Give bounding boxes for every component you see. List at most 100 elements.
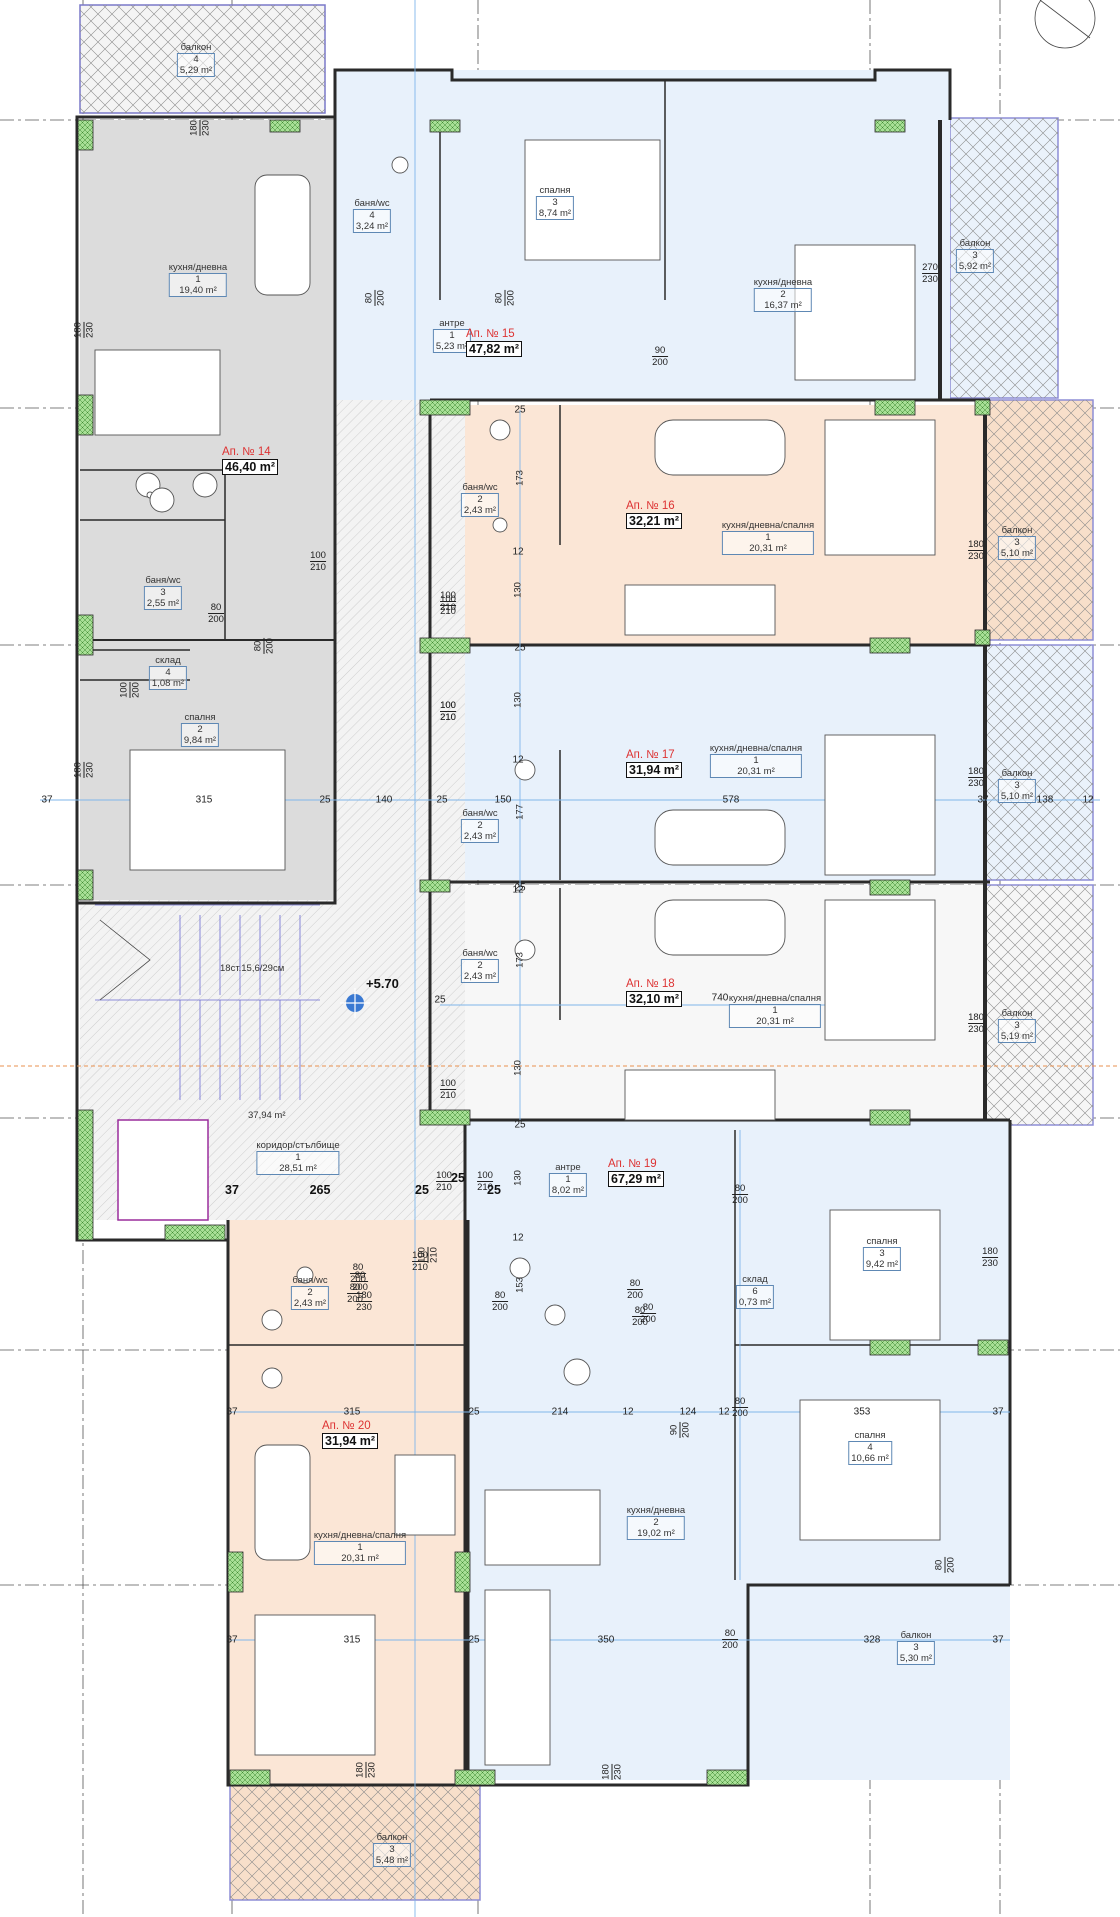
room-area: 8,02 m² [551,1185,585,1196]
room-number: 1 [357,1542,363,1553]
room-name: коридор/стълбище [256,1140,340,1151]
room-area: 20,31 m² [749,543,787,554]
room-area: 3,24 m² [355,221,389,232]
door-height: 210 [440,602,456,613]
dimension-label: 37 [225,1183,239,1197]
door-height: 230 [200,120,212,136]
dimension-label: 25 [319,794,331,806]
door-width: 80 [252,638,265,654]
room-name: кухня/дневна [626,1505,686,1516]
dimension-label: 173 [514,952,526,968]
door-width: 100 [440,700,456,712]
door-height: 230 [84,322,96,338]
door-height: 210 [412,1262,428,1273]
door-width: 180 [72,762,85,778]
room-number: 1 [195,274,201,285]
door-width: 80 [492,1290,508,1302]
door-height: 210 [436,1182,452,1193]
room-number: 3 [1014,1020,1020,1031]
room-number: 2 [197,724,203,735]
dimension-label: 12 [512,884,524,896]
room-number: 1 [772,1005,778,1016]
door-width: 80 [732,1183,748,1195]
door-height: 210 [428,1247,440,1263]
door-height: 210 [310,562,326,573]
door-height: 200 [352,1282,368,1293]
door-width: 80 [493,290,506,306]
door-width: 180 [982,1246,998,1258]
dimension-label: 12 [622,1406,634,1418]
room-area: 5,10 m² [1000,791,1034,802]
room-name: баня/wc [145,575,181,586]
room-area: 1,08 m² [151,678,185,689]
room-name: антре [439,318,465,329]
room-number: 3 [552,197,558,208]
room-area: 5,19 m² [1000,1031,1034,1042]
dimension-label: 265 [309,1183,331,1197]
door-width: 180 [354,1762,367,1778]
apartment-title: Ап. № 15 [466,328,515,340]
door-height: 200 [732,1408,748,1419]
room-area: 5,48 m² [375,1855,409,1866]
door-height: 230 [612,1764,624,1780]
door-width: 100 [412,1250,428,1262]
balconies [79,4,1094,1901]
dimension-label: 37 [226,1634,238,1646]
door-width: 180 [968,766,984,778]
columns [77,119,1009,1786]
apartment-title: Ап. № 16 [626,500,675,512]
dimension-label: 214 [551,1406,569,1418]
room-number: 3 [1014,780,1020,791]
door-width: 180 [600,1764,613,1780]
room-area: 28,51 m² [279,1163,317,1174]
door-height: 230 [968,778,984,789]
stair-note: 18ст.15,6/29см [220,963,285,974]
apartment-area: 32,21 m² [626,513,683,529]
door-height: 200 [632,1317,648,1328]
apartment-area: 31,94 m² [322,1433,379,1449]
room-area: 2,43 m² [463,505,497,516]
apartment-title: Ап. № 19 [608,1158,657,1170]
dimension-label: 25 [434,994,446,1006]
level-mark: +5.70 [366,976,399,991]
room-number: 2 [653,1517,659,1528]
dimension-label: 130 [512,582,524,598]
dimension-label: 25 [468,1406,480,1418]
dimension-label: 37 [41,794,53,806]
room-name: баня/wc [292,1275,328,1286]
